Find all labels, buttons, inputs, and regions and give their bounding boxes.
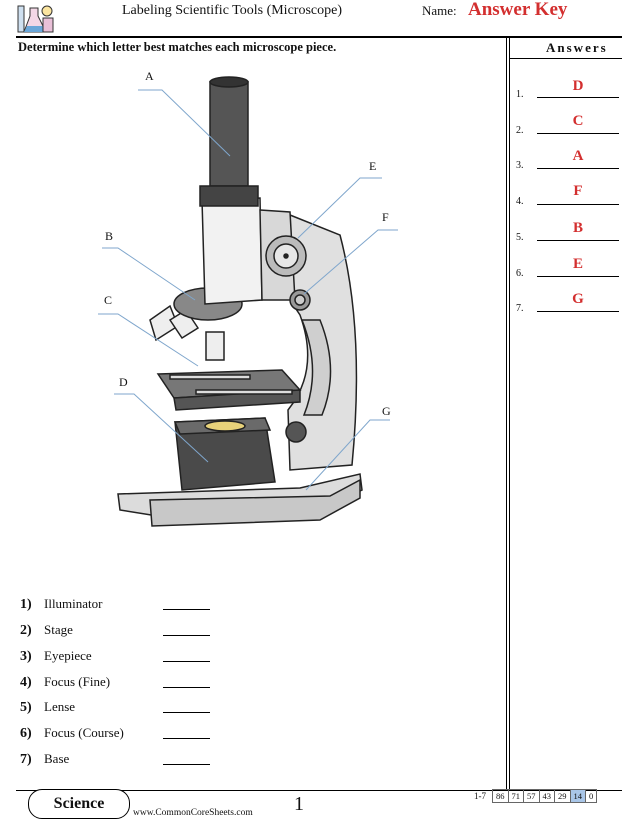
answer-number: 4. bbox=[516, 196, 524, 207]
microscope-diagram bbox=[98, 76, 398, 527]
answer-value: G bbox=[572, 291, 584, 307]
answers-divider bbox=[506, 37, 507, 791]
score-cell: 57 bbox=[523, 789, 540, 803]
answer-line bbox=[537, 97, 619, 98]
question-row: 1)Illuminator bbox=[20, 596, 103, 612]
leader-b bbox=[102, 247, 196, 301]
footer-url[interactable]: www.CommonCoreSheets.com bbox=[133, 808, 253, 818]
score-cell: 29 bbox=[554, 789, 571, 803]
question-blank[interactable] bbox=[163, 712, 210, 713]
answer-number: 6. bbox=[516, 268, 524, 279]
answer-key-label: Answer Key bbox=[468, 0, 568, 20]
label-c: C bbox=[104, 293, 113, 307]
question-blank[interactable] bbox=[163, 635, 210, 636]
name-label: Name: bbox=[422, 3, 457, 18]
answer-line bbox=[537, 133, 619, 134]
answer-line bbox=[537, 240, 619, 241]
score-cell: 86 bbox=[492, 789, 509, 803]
leader-c bbox=[98, 313, 199, 367]
worksheet-title: Labeling Scientific Tools (Microscope) bbox=[122, 3, 342, 18]
score-cell: 0 bbox=[584, 789, 598, 803]
question-row: 6)Focus (Course) bbox=[20, 725, 124, 741]
answer-value: F bbox=[573, 183, 583, 199]
score-range: 1-7 bbox=[474, 791, 486, 801]
leader-e bbox=[297, 177, 382, 239]
answers-divider-2 bbox=[509, 37, 510, 791]
answer-number: 3. bbox=[516, 160, 524, 171]
question-row: 2)Stage bbox=[20, 622, 73, 638]
answer-number: 5. bbox=[516, 232, 524, 243]
leader-g bbox=[305, 419, 390, 491]
question-blank[interactable] bbox=[163, 764, 210, 765]
footer-rule bbox=[16, 790, 622, 791]
question-blank[interactable] bbox=[163, 738, 210, 739]
score-cell-highlight: 14 bbox=[569, 789, 586, 803]
leader-d bbox=[114, 393, 209, 463]
page-number: 1 bbox=[294, 793, 304, 815]
answer-value: E bbox=[572, 256, 583, 272]
answer-value: A bbox=[572, 148, 584, 164]
label-b: B bbox=[105, 229, 114, 243]
question-blank[interactable] bbox=[163, 687, 210, 688]
score-table: 86 71 57 43 29 14 0 bbox=[492, 789, 598, 803]
answer-number: 1. bbox=[516, 89, 524, 100]
leader-f bbox=[303, 229, 398, 295]
answer-value: B bbox=[572, 220, 583, 236]
subject-badge: Science bbox=[28, 789, 130, 819]
answer-value: D bbox=[572, 78, 584, 94]
leader-a bbox=[138, 89, 231, 157]
label-g: G bbox=[382, 404, 391, 418]
score-cell: 71 bbox=[507, 789, 524, 803]
question-row: 7)Base bbox=[20, 751, 70, 767]
answer-number: 7. bbox=[516, 303, 524, 314]
answer-value: C bbox=[572, 113, 584, 129]
label-f: F bbox=[382, 210, 389, 224]
answer-number: 2. bbox=[516, 125, 524, 136]
answer-line bbox=[537, 204, 619, 205]
question-blank[interactable] bbox=[163, 661, 210, 662]
score-cell: 43 bbox=[538, 789, 555, 803]
science-logo bbox=[17, 5, 54, 33]
eyepiece-shape bbox=[209, 81, 249, 187]
answer-line bbox=[537, 311, 619, 312]
question-row: 3)Eyepiece bbox=[20, 648, 92, 664]
instructions: Determine which letter best matches each… bbox=[18, 40, 337, 54]
answers-heading: Answers bbox=[546, 40, 608, 55]
header-rule bbox=[16, 36, 622, 38]
question-row: 5)Lense bbox=[20, 699, 76, 715]
label-d: D bbox=[119, 375, 128, 389]
label-e: E bbox=[369, 159, 377, 173]
question-row: 4)Focus (Fine) bbox=[20, 674, 111, 690]
label-a: A bbox=[145, 69, 154, 83]
answer-line bbox=[537, 276, 619, 277]
answers-heading-rule bbox=[510, 58, 622, 59]
answer-line bbox=[537, 168, 619, 169]
question-blank[interactable] bbox=[163, 609, 210, 610]
